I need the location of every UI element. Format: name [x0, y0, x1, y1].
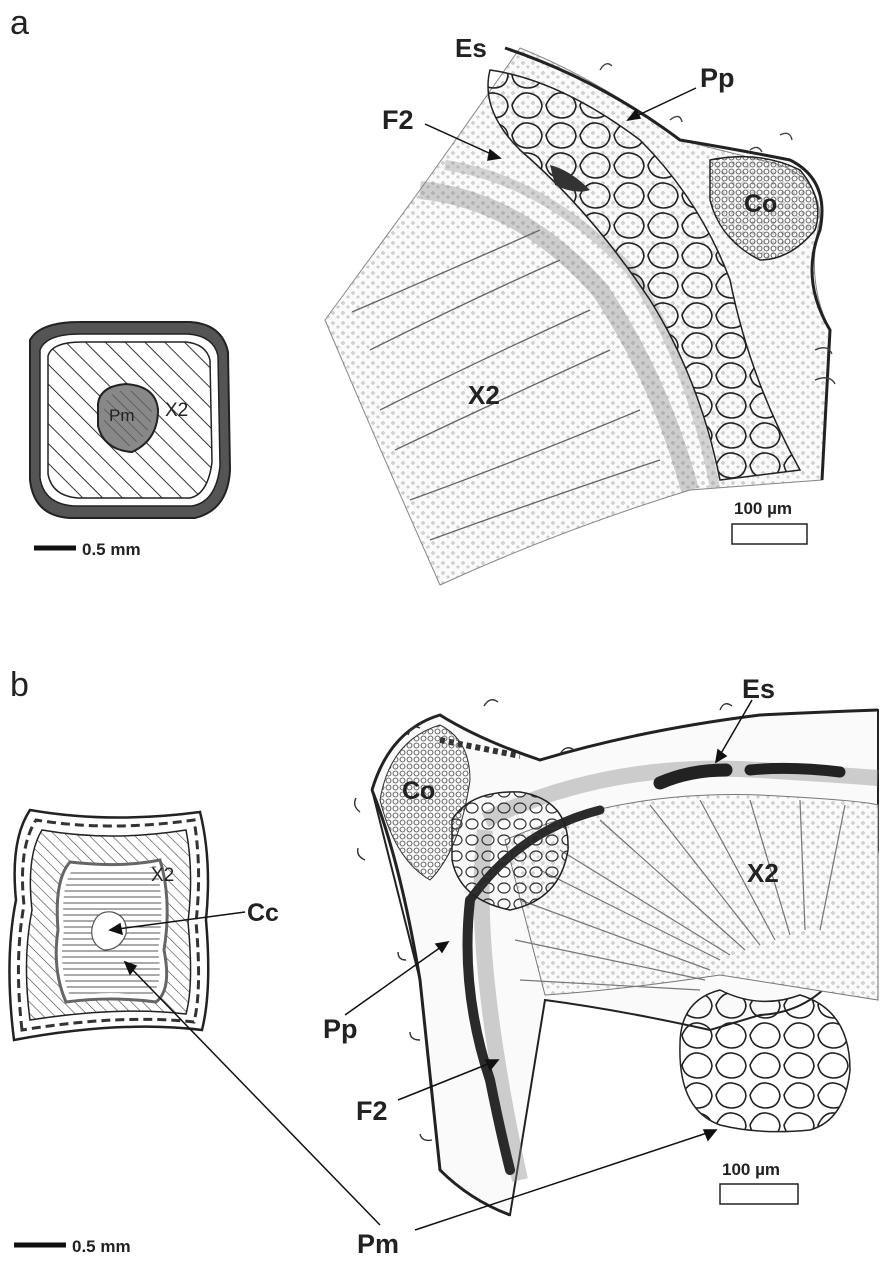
section-b-label-f2: F2: [356, 1096, 388, 1126]
panel-letter-a: a: [10, 4, 29, 42]
overview-b: X2 0.5 mm: [9, 810, 208, 1256]
section-b-label-pm: Pm: [357, 1229, 399, 1259]
section-b: Es Co X2 Pp F2 Pm Cc 100 µm: [110, 674, 878, 1259]
overview-a-scale-label: 0.5 mm: [82, 540, 141, 559]
overview-a: Pm X2 0.5 mm: [30, 322, 230, 559]
section-a-label-f2: F2: [382, 105, 414, 135]
section-b-label-es: Es: [742, 674, 775, 704]
section-a: Es Pp F2 Co X2 100 µm: [325, 33, 835, 585]
overview-b-scale-label: 0.5 mm: [72, 1237, 131, 1256]
panel-letter-b: b: [10, 666, 29, 704]
section-a-label-co: Co: [744, 190, 777, 218]
overview-b-center-label: Cc: [247, 899, 279, 927]
section-b-scale-bar: [720, 1184, 798, 1204]
section-a-label-x2: X2: [468, 380, 500, 410]
section-a-label-pp: Pp: [700, 63, 735, 93]
overview-a-region-label: X2: [165, 400, 188, 421]
overview-b-region-label: X2: [151, 865, 174, 886]
section-a-scale-label: 100 µm: [734, 499, 792, 518]
section-b-scale-label: 100 µm: [722, 1160, 780, 1179]
section-b-label-co: Co: [402, 777, 435, 805]
section-b-label-x2: X2: [747, 858, 779, 888]
section-a-label-es: Es: [455, 33, 487, 63]
overview-a-core-label: Pm: [109, 406, 135, 425]
section-a-scale-bar: [732, 524, 807, 544]
section-b-label-pp: Pp: [323, 1014, 358, 1044]
